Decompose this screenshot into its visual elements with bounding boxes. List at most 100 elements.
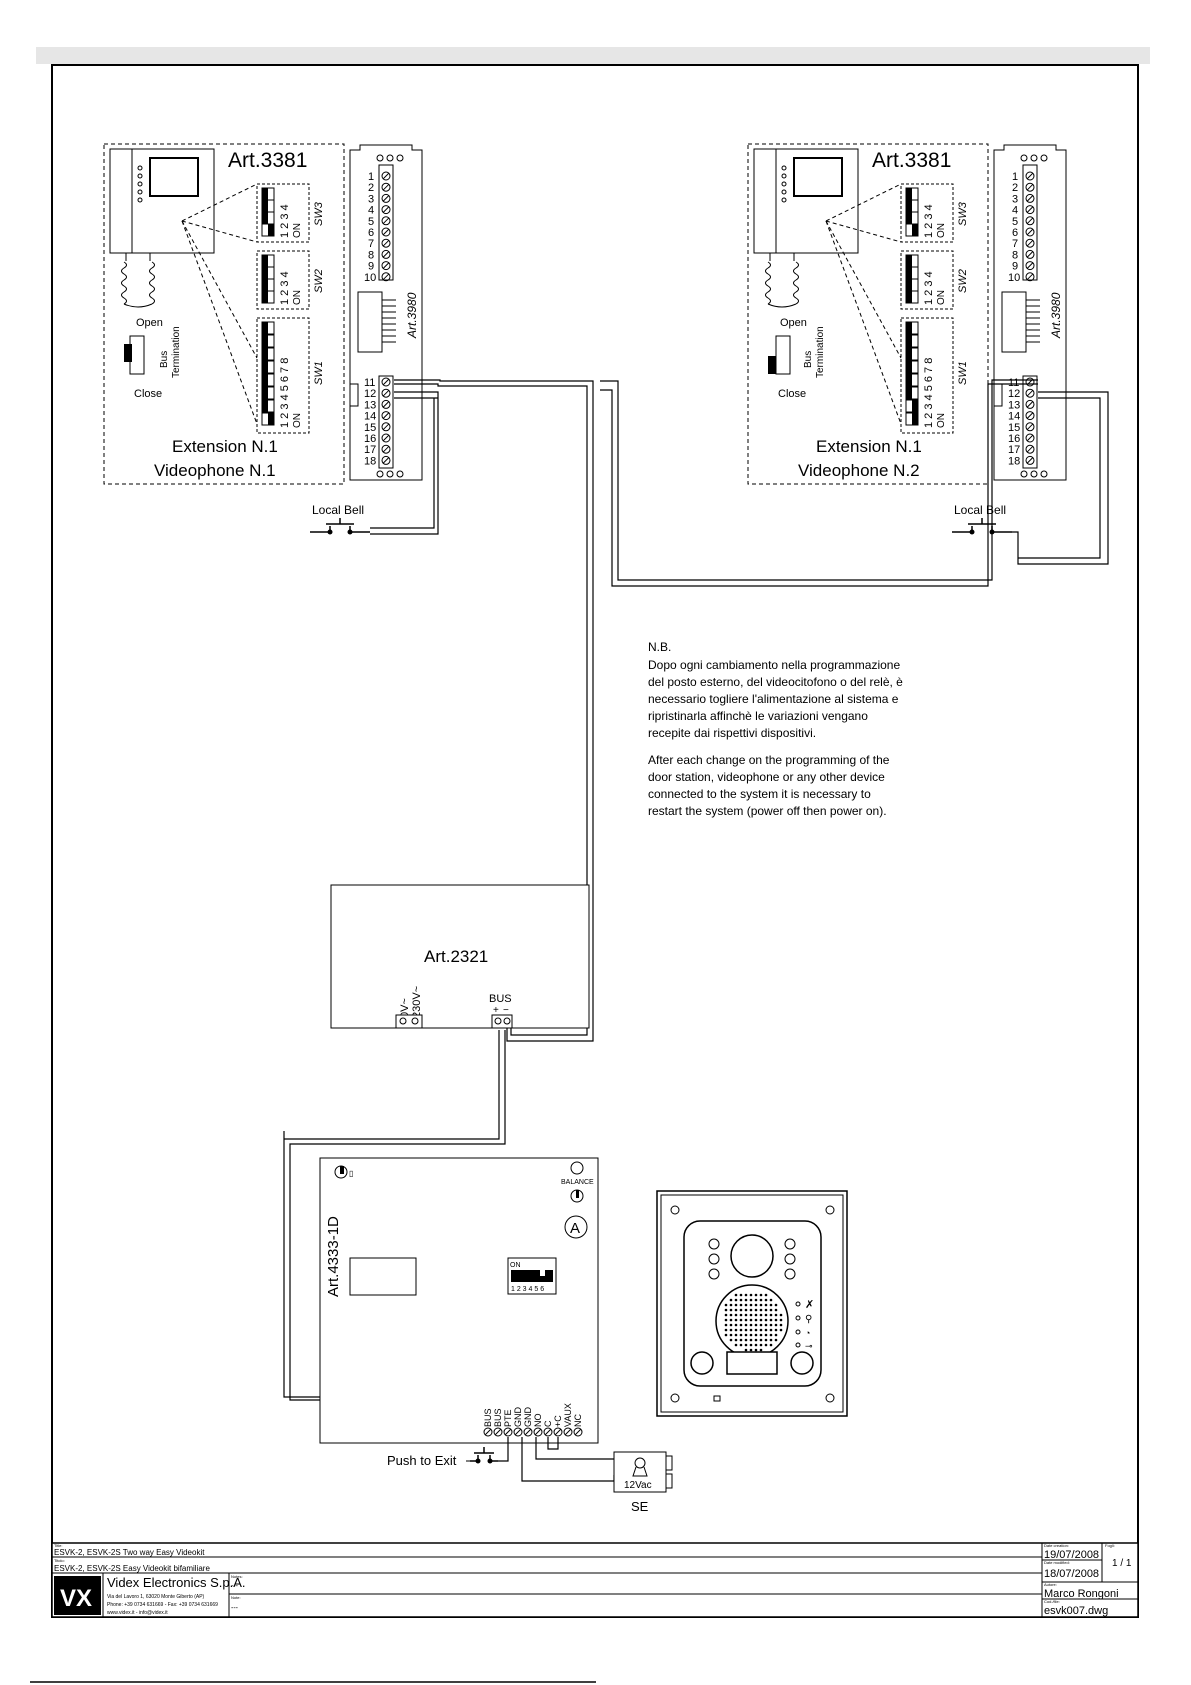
terminal-screw [1025, 444, 1035, 454]
grille-hole [729, 1328, 733, 1332]
door-terminal-label: GND [523, 1407, 533, 1428]
local-bell-2: Local Bell [952, 503, 1012, 535]
grille-hole [739, 1293, 743, 1297]
handset-cord-1 [121, 253, 155, 308]
speak-icon: ⚲ [805, 1314, 812, 1325]
extension-label-2: Extension N.1 [816, 437, 922, 456]
svg-text:−: − [503, 1005, 509, 1016]
grille-hole [729, 1338, 733, 1342]
terminal-number: 8 [1012, 249, 1018, 261]
door-terminal-label: BUS [493, 1408, 503, 1427]
power-supply-model: Art.2321 [424, 947, 488, 966]
label-close-2: Close [778, 388, 806, 400]
terminal-screw [381, 182, 391, 192]
grille-hole [744, 1323, 748, 1327]
terminal-screw [381, 238, 391, 248]
door-station-panel: ✗ ⚲ ◔ ⊸ [656, 1190, 848, 1417]
terminal-number: 4 [1012, 205, 1018, 217]
door-terminal-label: C [543, 1420, 553, 1427]
door-terminal-screw [493, 1427, 503, 1437]
svg-text:www.videx.it - info@videx.it: www.videx.it - info@videx.it [107, 1610, 168, 1616]
svg-text:VX: VX [60, 1585, 92, 1612]
svg-text:ON: ON [292, 290, 303, 305]
grille-hole [724, 1303, 728, 1307]
grille-hole [734, 1338, 738, 1342]
svg-text:Date modified:: Date modified: [1044, 1560, 1070, 1565]
grille-hole [769, 1308, 773, 1312]
grille-hole [749, 1308, 753, 1312]
videophone-unit-2: Art.3381 1 2 3 4 ON SW3 1 2 3 4 ON SW2 [747, 143, 989, 485]
svg-text:ON: ON [936, 223, 947, 238]
extension-label-1: Extension N.1 [172, 437, 278, 456]
grille-hole [744, 1293, 748, 1297]
grille-hole [744, 1318, 748, 1322]
grille-hole [754, 1313, 758, 1317]
terminal-screw [381, 377, 391, 387]
grille-hole [759, 1338, 763, 1342]
grille-hole [764, 1328, 768, 1332]
terminal-screw [381, 227, 391, 237]
svg-text:ripristinarla affinchè le vari: ripristinarla affinchè le variazioni ven… [648, 709, 868, 723]
sw1-label: SW1 [313, 361, 325, 385]
door-terminal-screw [573, 1427, 583, 1437]
svg-text:Titolo:: Titolo: [54, 1558, 65, 1563]
grille-hole [729, 1303, 733, 1307]
svg-text:del posto esterno, del videoci: del posto esterno, del videocitofono o d… [648, 675, 903, 689]
terminal-number: 3 [1012, 193, 1018, 205]
leader-lines-2 [825, 183, 902, 425]
grille-hole [729, 1318, 733, 1322]
svg-text:Autore:: Autore: [1044, 1582, 1057, 1587]
videophone-2-dashed-box [747, 143, 989, 485]
terminal-number: 6 [1012, 227, 1018, 239]
terminal-screw [381, 433, 391, 443]
terminal-screw [381, 261, 391, 271]
terminal-number: 5 [368, 216, 374, 228]
grille-hole [759, 1348, 763, 1352]
terminal-number: 8 [368, 249, 374, 261]
sw1-label-2: SW1 [957, 361, 969, 385]
door-terminal-label: BUS [483, 1408, 493, 1427]
sheet-count: 1 / 1 [1112, 1558, 1132, 1569]
terminal-screw [1025, 193, 1035, 203]
grille-hole [729, 1298, 733, 1302]
terminal-screw [1025, 182, 1035, 192]
grille-hole [724, 1323, 728, 1327]
terminal-screw [1025, 227, 1035, 237]
grille-hole [734, 1303, 738, 1307]
monitor-1-screen [149, 157, 199, 197]
grille-hole [724, 1318, 728, 1322]
terminal-screw [381, 216, 391, 226]
terminal-number: 7 [368, 238, 374, 250]
svg-text:1 2 3 4: 1 2 3 4 [279, 271, 291, 305]
terminal-number: 10 [1008, 272, 1020, 284]
grille-hole [749, 1338, 753, 1342]
push-to-exit-button: Push to Exit [387, 1447, 498, 1468]
grille-hole [764, 1308, 768, 1312]
terminal-number: 18 [1008, 455, 1020, 467]
sw1-dip-2: 1 2 3 4 5 6 7 8 ON SW1 [900, 317, 969, 434]
grille-hole [774, 1323, 778, 1327]
grille-hole [739, 1308, 743, 1312]
svg-text:Termination: Termination [815, 326, 826, 378]
terminal-number: 4 [368, 205, 374, 217]
terminal-number: 11 [1008, 377, 1019, 389]
file-name: esvk007.dwg [1044, 1605, 1108, 1617]
terminal-number: 2 [1012, 182, 1018, 194]
terminal-screw [1025, 205, 1035, 215]
grille-hole [764, 1293, 768, 1297]
svg-text:ON: ON [292, 413, 303, 428]
grille-hole [774, 1338, 778, 1342]
grille-hole [729, 1323, 733, 1327]
terminal-number: 3 [368, 193, 374, 205]
door-terminal-label: VAUX [563, 1403, 573, 1427]
svg-text:Dopo ogni cambiamento nella pr: Dopo ogni cambiamento nella programmazio… [648, 658, 900, 672]
speaker-grille [724, 1293, 783, 1352]
svg-text:Via del Lavoro 1, 63020 Monte: Via del Lavoro 1, 63020 Monte Giberto (A… [107, 1594, 205, 1600]
grille-hole [734, 1318, 738, 1322]
grille-hole [724, 1328, 728, 1332]
terminal-screw [381, 205, 391, 215]
grille-hole [769, 1303, 773, 1307]
grille-hole [744, 1333, 748, 1337]
svg-text:Local Bell: Local Bell [312, 503, 364, 517]
